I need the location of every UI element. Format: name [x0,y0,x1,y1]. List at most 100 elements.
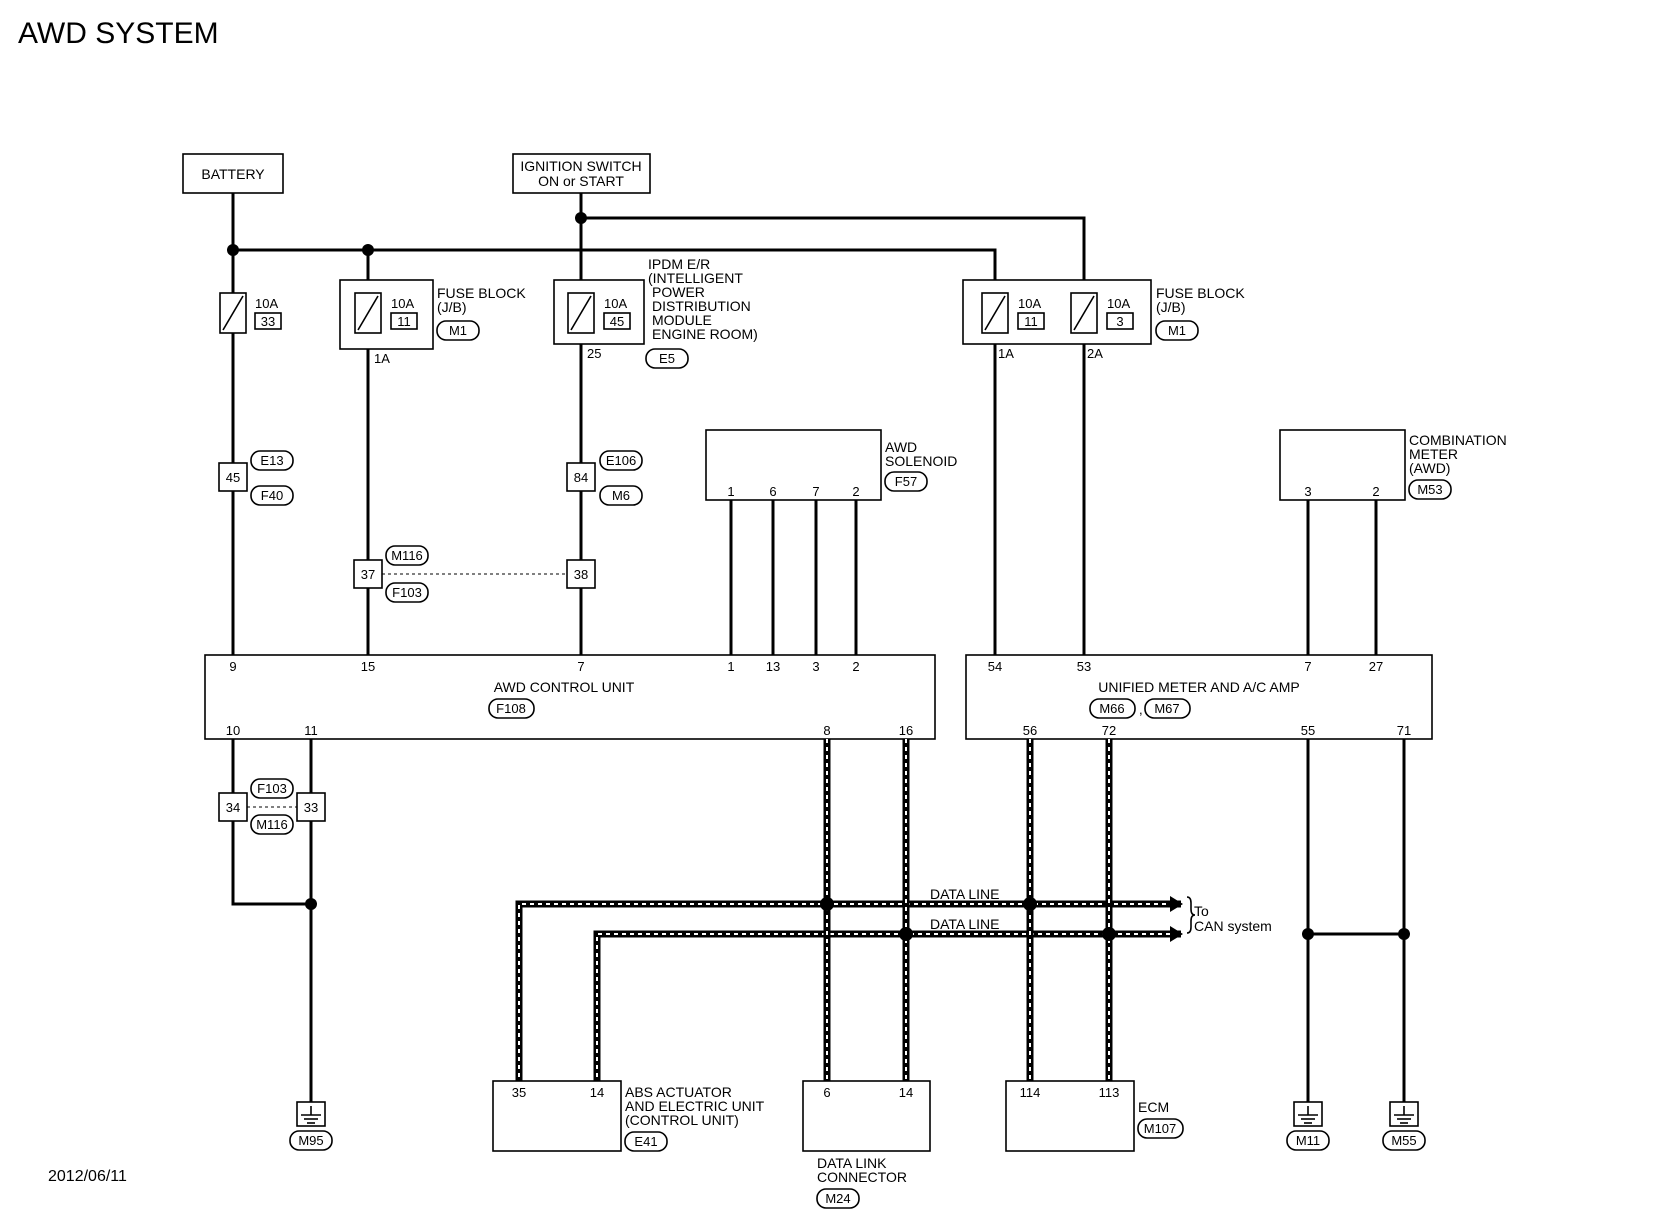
awd-cu-connector-oval [488,698,535,719]
battery-box [182,153,284,194]
ipdm-label-1: IPDM E/R [648,256,710,272]
awd-solenoid-label-1: AWD [885,439,917,455]
fuse-45-rating: 10A [604,296,627,311]
junction-34-conn-a: F103 [257,781,287,796]
combination-meter-box [1279,429,1406,501]
fuse-block-left [339,279,434,350]
awd-cu-pin-13: 13 [766,659,780,674]
to-can-label-2: CAN system [1194,918,1272,934]
ecm-connector: M107 [1144,1121,1177,1136]
combination-meter-pin-3: 3 [1304,484,1311,499]
splice-can-h-awd [820,897,834,911]
fuse-block-right-connector: M1 [1168,323,1186,338]
abs-connector-oval [624,1131,668,1152]
can-brace-icon [1186,896,1196,934]
splice-ignition [575,212,587,224]
junction-38 [566,559,596,589]
can-data-line-high [515,900,1181,1085]
splice-can-l-meter [1102,927,1116,941]
junction-34-pin: 34 [226,800,240,815]
junction-84-conn-b: M6 [612,488,630,503]
junction-33 [296,792,326,822]
awd-cu-pin-16: 16 [899,723,913,738]
awd-cu-ground-wires [231,739,313,1102]
fuse-3-right-pin: 2A [1087,346,1103,361]
awd-control-unit-box [204,654,936,740]
unified-meter-pin-54: 54 [988,659,1002,674]
fuse-11-left [354,292,382,334]
awd-cu-pin-7: 7 [577,659,584,674]
ipdm-label-2: (INTELLIGENT [648,270,743,286]
splice-ground-m95 [305,898,317,910]
unified-meter-pin-7: 7 [1304,659,1311,674]
combination-meter-label-1: COMBINATION [1409,432,1507,448]
ignition-switch-state: ON or START [538,173,624,189]
awd-solenoid-pin-2: 2 [852,484,859,499]
ground-icon-m95 [296,1101,326,1127]
combination-meter-label-2: METER [1409,446,1458,462]
junction-84-conn-b-oval [599,485,643,506]
ground-icon-m55 [1389,1101,1419,1127]
data-line-label-1: DATA LINE [930,886,1000,902]
fuse-11-right-rating: 10A [1018,296,1041,311]
awd-cu-label: AWD CONTROL UNIT [494,679,635,695]
abs-label-1: ABS ACTUATOR [625,1084,732,1100]
fuse-11-right-number-box [1017,312,1045,330]
abs-connector: E41 [634,1134,657,1149]
awd-solenoid-connector: F57 [895,474,917,489]
unified-meter-pin-27: 27 [1369,659,1383,674]
awd-cu-pin-15: 15 [361,659,375,674]
unified-meter-pin-71: 71 [1397,723,1411,738]
junction-45-conn-b: F40 [261,488,283,503]
awd-solenoid-pin-1: 1 [727,484,734,499]
unified-meter-pin-53: 53 [1077,659,1091,674]
unified-meter-connector-b: M67 [1154,701,1179,716]
unified-meter-pin-72: 72 [1102,723,1116,738]
abs-label-3: (CONTROL UNIT) [625,1112,739,1128]
date-stamp: 2012/06/11 [48,1168,127,1185]
ecm-box [1005,1080,1135,1152]
dlc-connector-oval [816,1188,860,1209]
data-link-connector-box [802,1080,931,1152]
ignition-switch-box [512,153,651,194]
awd-solenoid-connector-oval [884,471,928,492]
fuse-45 [567,292,595,334]
ecm-connector-oval [1137,1118,1184,1139]
junction-34-conn-a-oval [250,778,294,799]
combination-meter-pin-2: 2 [1372,484,1379,499]
fuse-block-right-jb: (J/B) [1156,299,1186,315]
dlc-pin-14: 14 [899,1085,913,1100]
fuse-block-left-label: FUSE BLOCK [437,285,526,301]
junction-34 [218,792,248,822]
unified-meter-connector-a: M66 [1099,701,1124,716]
junction-45-conn-a: E13 [260,453,283,468]
fuse-3-right-rating: 10A [1107,296,1130,311]
fuse-11-left-number-box [390,312,418,330]
abs-box [492,1080,622,1152]
unified-meter-pin-56: 56 [1023,723,1037,738]
fuse-block-left-jb: (J/B) [437,299,467,315]
unified-meter-label: UNIFIED METER AND A/C AMP [1098,679,1299,695]
ground-m55-oval [1382,1130,1426,1151]
splice-can-h-meter [1023,897,1037,911]
combination-meter-connector-oval [1408,479,1452,500]
page-title: AWD SYSTEM [18,17,219,50]
junction-33-pin: 33 [304,800,318,815]
ecm-pin-114: 114 [1020,1085,1041,1100]
ipdm-label-3: POWER [652,284,705,300]
data-line-label-2: DATA LINE [930,916,1000,932]
solenoid-meter-wires [729,500,1378,655]
junction-34-conn-b-oval [250,814,294,835]
ipdm-connector: E5 [659,351,675,366]
power-feed-wires [231,250,1086,655]
fuse-45-number-box [603,312,631,330]
awd-cu-pin-8: 8 [823,723,830,738]
combination-meter-label-3: (AWD) [1409,460,1450,476]
awd-cu-pin-2: 2 [852,659,859,674]
ground-m11-label: M11 [1296,1133,1320,1148]
fuse-block-left-connector-oval [436,320,480,341]
splice-ground-m11 [1302,928,1314,940]
unified-meter-connector-a-oval [1089,698,1136,719]
junction-45-conn-a-oval [250,450,294,471]
